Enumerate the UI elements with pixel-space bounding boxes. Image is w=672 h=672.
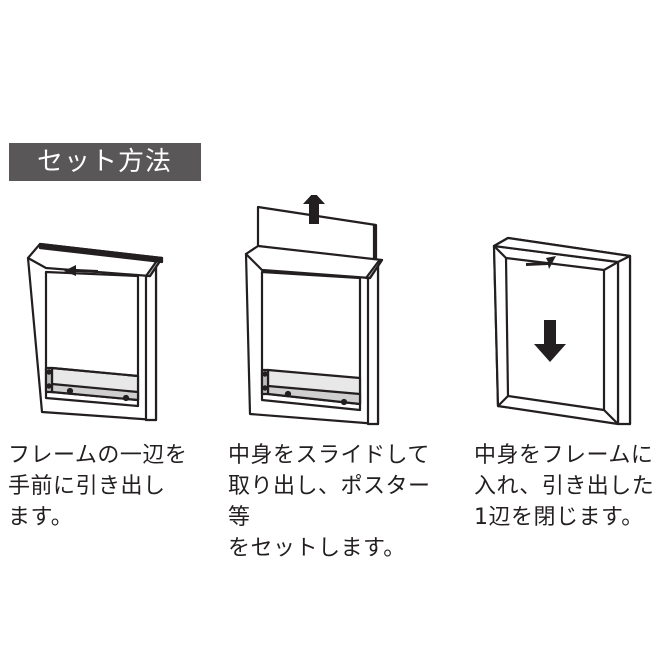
step1-caption: フレームの一辺を 手前に引き出し ます。 [8, 443, 188, 530]
step3-frame-illustration [492, 236, 632, 426]
step3-caption: 中身をフレームに 入れ、引き出した 1辺を閉じます。 [474, 443, 655, 530]
step3-down-arrow-icon [534, 320, 566, 362]
section-title: セット方法 [9, 143, 201, 181]
step2-up-arrow-icon [303, 195, 325, 224]
step1-frame-side [144, 260, 158, 422]
step3-close-arrow-icon [526, 256, 556, 269]
step2-caption: 中身をスライドして 取り出し、ポスター等 をセットします。 [228, 443, 431, 561]
step1-pull-arrow-icon [64, 265, 98, 276]
step1-frame-illustration [26, 242, 164, 422]
step2-frame-illustration [244, 205, 384, 426]
setup-illustrations [26, 195, 632, 426]
